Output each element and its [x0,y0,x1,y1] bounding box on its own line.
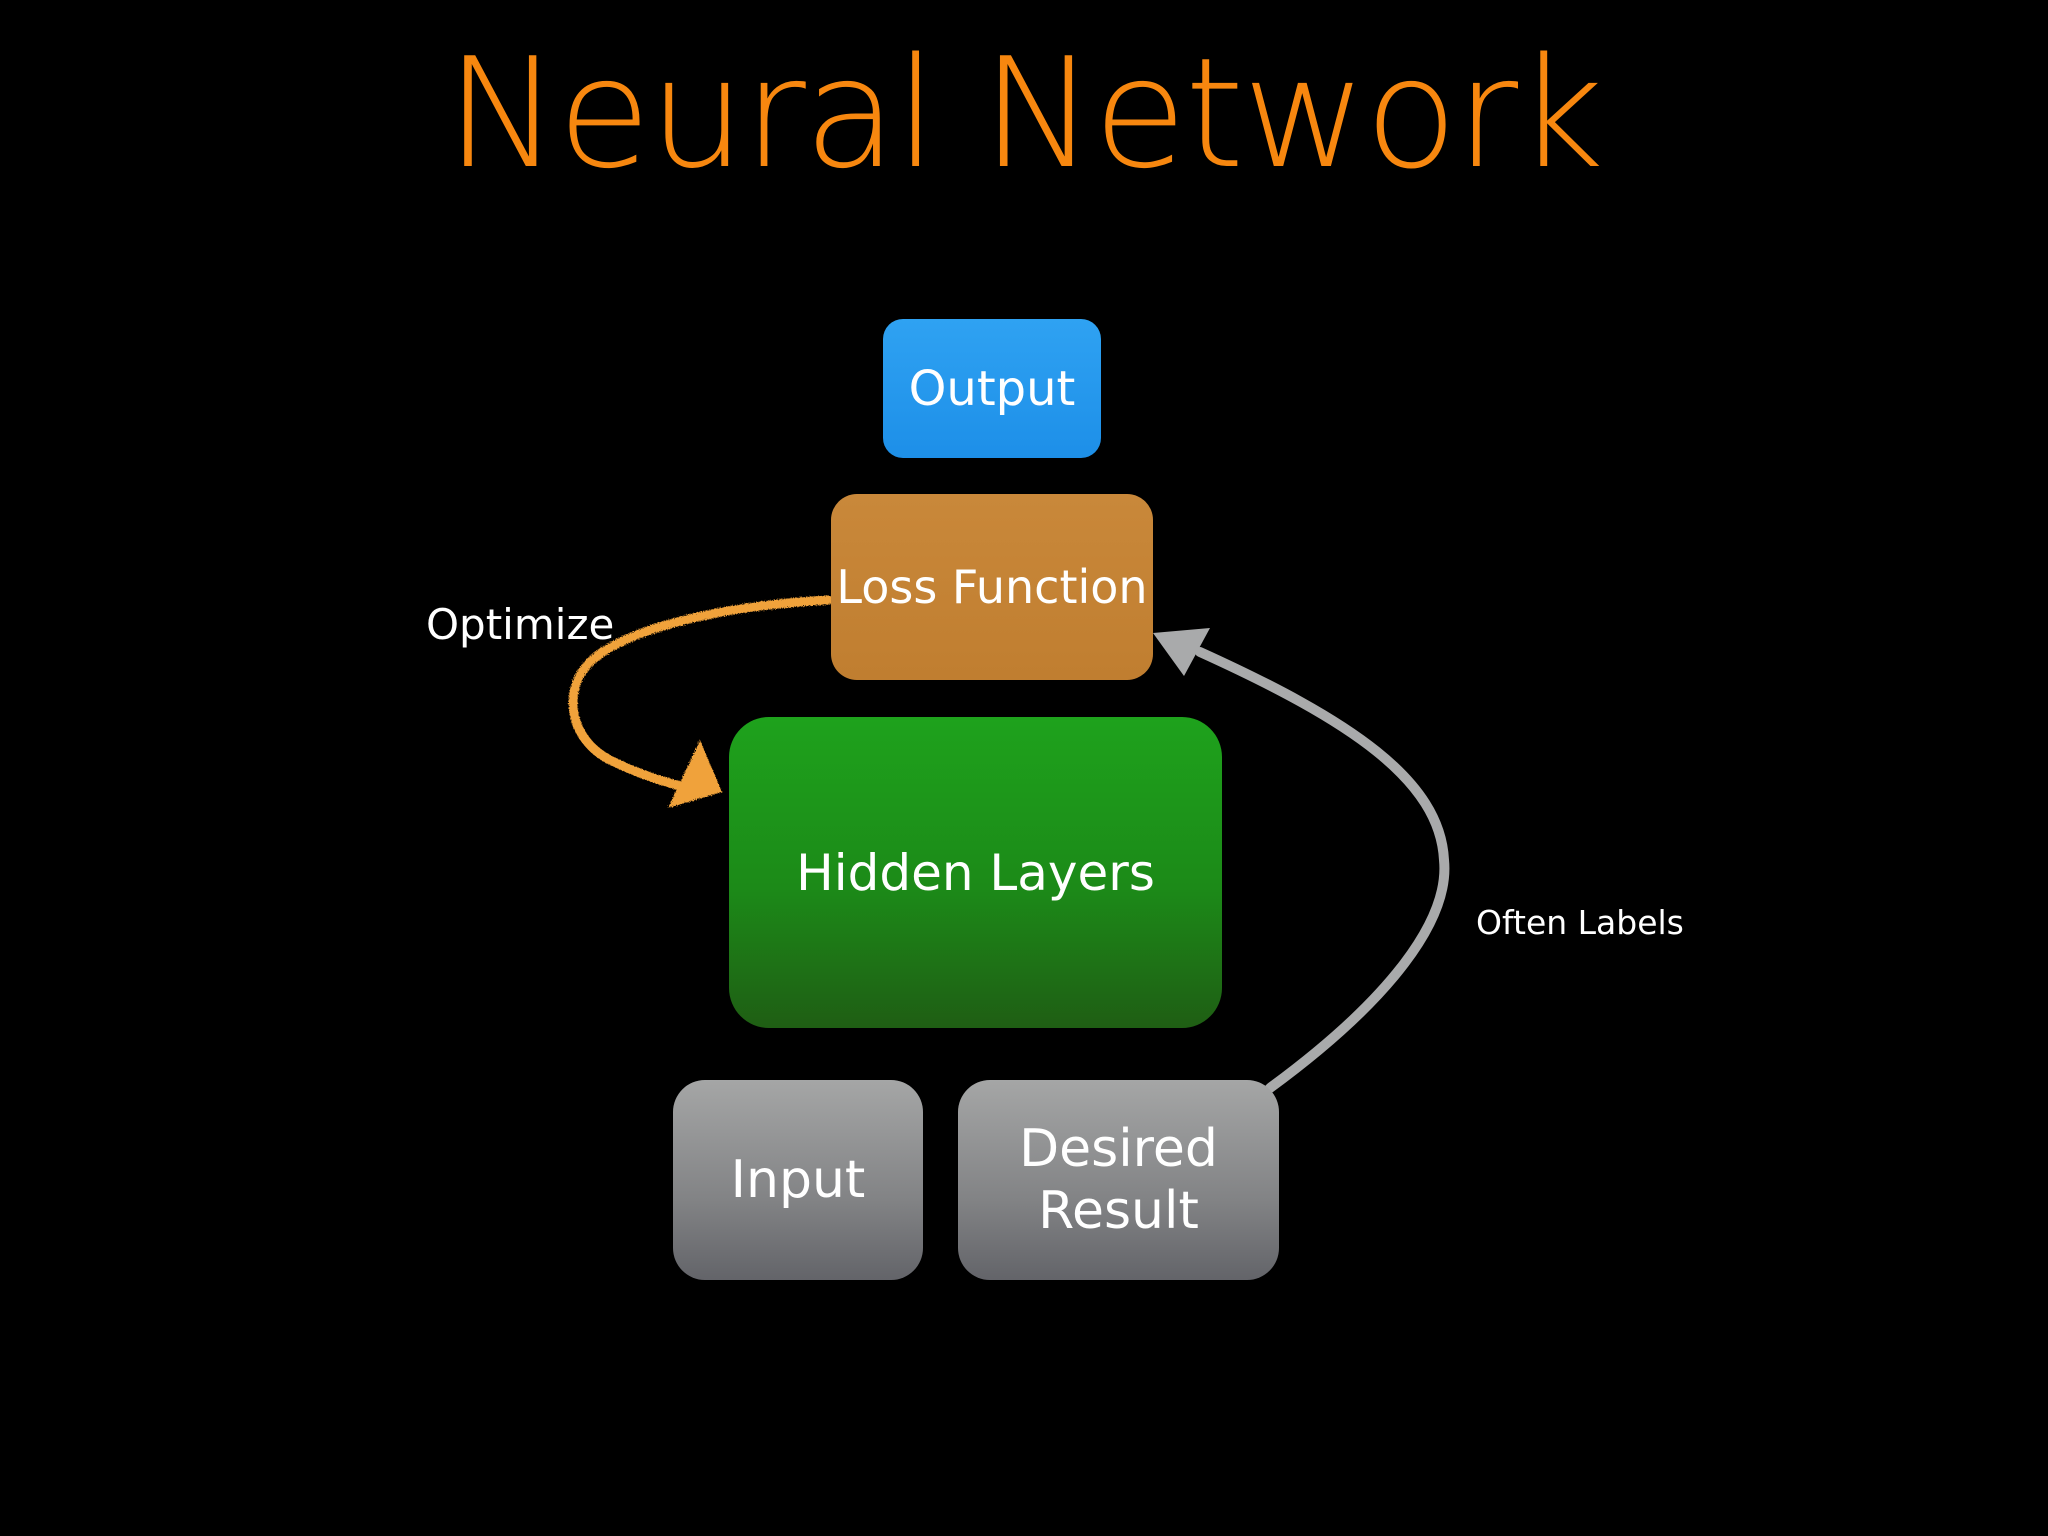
output-node-label: Output [908,360,1076,417]
slide-title: Neural Network [445,25,1604,202]
input-node-label: Input [730,1150,866,1210]
optimize-edge-label: Optimize [426,600,615,649]
optimize-arrowhead [668,740,722,808]
desired-result-label-line2: Result [1038,1181,1199,1241]
loss-function-node-label: Loss Function [836,560,1148,614]
desired-result-label-line1: Desired [1019,1119,1218,1179]
hidden-layers-node-label: Hidden Layers [796,843,1155,902]
labels-arrow [1153,628,1450,1093]
input-node: Input [673,1080,923,1280]
optimize-arrow [568,595,833,808]
often-labels-edge-label: Often Labels [1476,903,1684,942]
hidden-layers-node: Hidden Layers [729,717,1222,1028]
labels-arrowhead [1153,628,1210,676]
desired-result-node: Desired Result [958,1080,1279,1280]
output-node: Output [883,319,1101,458]
loss-function-node: Loss Function [831,494,1153,680]
